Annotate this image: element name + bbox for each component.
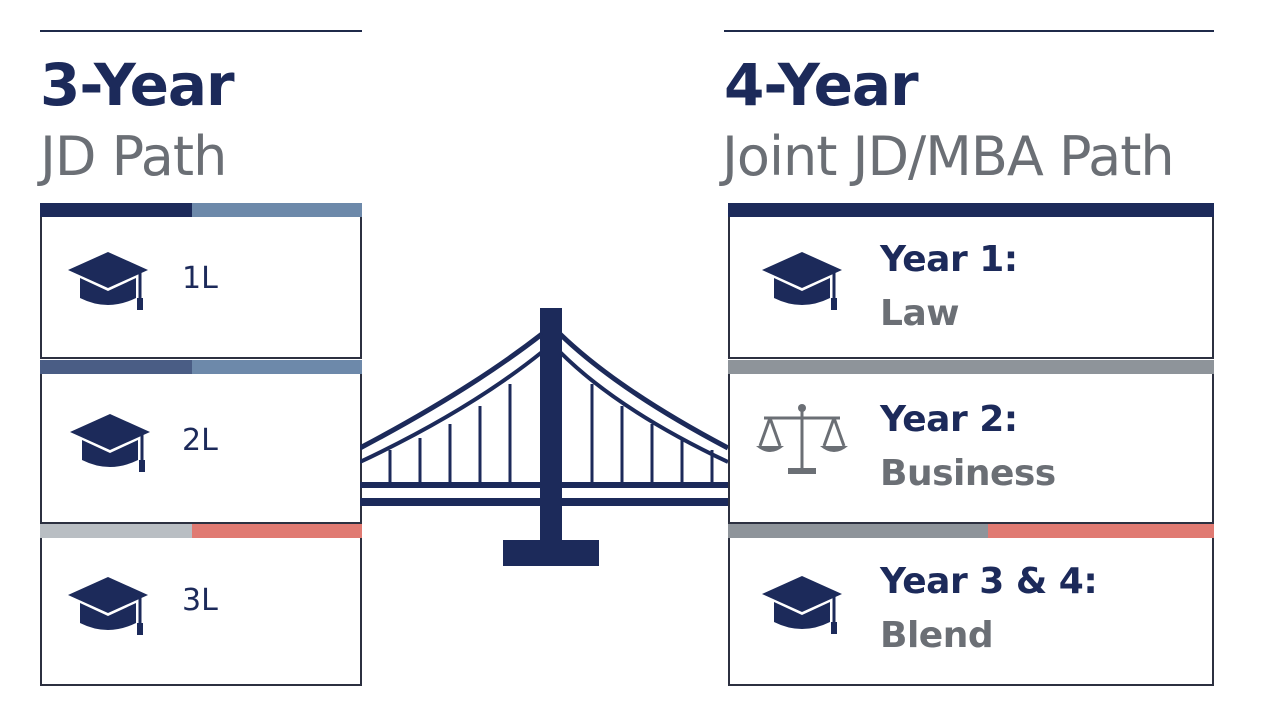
graduation-cap-icon — [762, 576, 842, 634]
left-item-2-bar — [40, 360, 362, 374]
right-title: 4-Year — [724, 51, 919, 119]
bridge-icon — [360, 308, 728, 566]
left-item-3-bar — [40, 524, 362, 538]
right-item-3-year: Year 3 & 4: — [880, 561, 1098, 602]
right-top-rule — [724, 30, 1214, 32]
graduation-cap-icon — [68, 252, 148, 310]
right-item-1-year: Year 1: — [880, 239, 1018, 280]
right-item-3-phase: Blend — [880, 615, 994, 656]
left-item-2-label: 2L — [182, 423, 218, 458]
right-item-2-phase: Business — [880, 453, 1056, 494]
right-item-2-bar — [728, 360, 1214, 374]
graduation-cap-icon — [70, 414, 150, 472]
graduation-cap-icon — [762, 252, 842, 310]
graduation-cap-icon — [68, 577, 148, 635]
right-item-2-year: Year 2: — [880, 399, 1018, 440]
left-item-1-label: 1L — [182, 261, 218, 296]
right-item-2 — [728, 374, 1214, 524]
right-item-3-bar — [728, 524, 1214, 538]
right-item-1-phase: Law — [880, 293, 960, 334]
scales-of-justice-icon — [756, 404, 848, 474]
left-subtitle: JD Path — [40, 125, 227, 188]
left-item-1-bar — [40, 203, 362, 217]
left-top-rule — [40, 30, 362, 32]
left-item-3-label: 3L — [182, 583, 218, 618]
right-subtitle: Joint JD/MBA Path — [722, 125, 1175, 188]
right-item-1-bar — [728, 203, 1214, 217]
left-title: 3-Year — [40, 51, 235, 119]
